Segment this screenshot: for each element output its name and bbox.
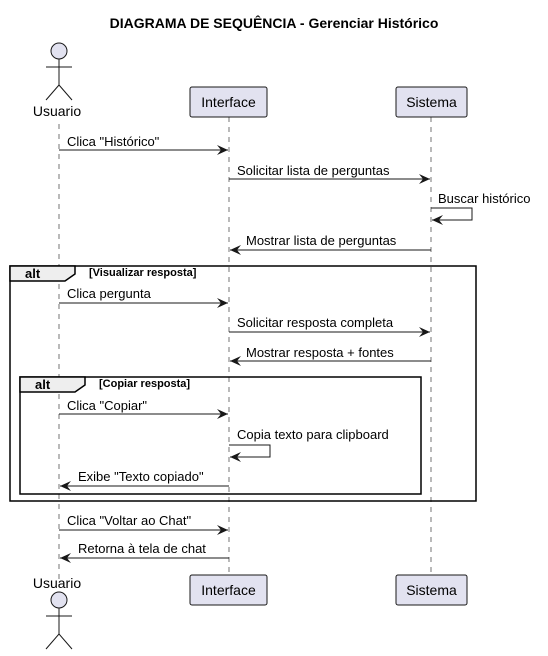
message-clica-copiar: Clica "Copiar": [59, 398, 228, 419]
alt-guard: [Copiar resposta]: [99, 378, 190, 390]
message-label: Solicitar resposta completa: [237, 315, 394, 330]
message-clica-voltar: Clica "Voltar ao Chat": [59, 513, 228, 535]
participant-interface-top: Interface: [189, 86, 268, 118]
actor-usuario-label: Usuario: [33, 103, 81, 119]
participant-sistema-label-bottom: Sistema: [406, 582, 457, 598]
message-label: Buscar histórico: [438, 191, 530, 206]
participant-sistema-bottom: Sistema: [395, 574, 468, 606]
actor-usuario-top: Usuario: [33, 42, 81, 119]
actor-usuario-bottom: Usuario: [33, 575, 81, 650]
message-retorna-chat: Retorna à tela de chat: [60, 541, 229, 563]
message-solicitar-lista: Solicitar lista de perguntas: [229, 163, 430, 184]
message-label: Clica "Voltar ao Chat": [67, 513, 192, 528]
message-label: Retorna à tela de chat: [78, 541, 206, 556]
alt-keyword: alt: [35, 377, 51, 392]
message-label: Clica "Copiar": [67, 398, 147, 413]
participant-interface-label-bottom: Interface: [201, 582, 256, 598]
message-buscar-historico: Buscar histórico: [431, 191, 530, 225]
message-label: Mostrar resposta + fontes: [246, 345, 394, 360]
alt-fragment-visualizar: alt [Visualizar resposta]: [9, 265, 477, 502]
alt-keyword: alt: [25, 266, 41, 281]
participant-sistema-top: Sistema: [395, 86, 468, 118]
alt-guard: [Visualizar resposta]: [89, 267, 197, 279]
alt-fragment-copiar: alt [Copiar resposta]: [19, 376, 422, 495]
message-clica-pergunta: Clica pergunta: [59, 286, 228, 308]
message-label: Copia texto para clipboard: [237, 427, 389, 442]
message-label: Mostrar lista de perguntas: [246, 233, 397, 248]
message-label: Clica "Histórico": [67, 134, 160, 149]
message-solicitar-resposta: Solicitar resposta completa: [229, 315, 430, 337]
participant-interface-bottom: Interface: [189, 574, 268, 606]
participant-sistema-label: Sistema: [406, 94, 457, 110]
actor-usuario-label-bottom: Usuario: [33, 575, 81, 591]
message-label: Clica pergunta: [67, 286, 152, 301]
message-mostrar-resposta: Mostrar resposta + fontes: [230, 345, 431, 366]
message-label: Solicitar lista de perguntas: [237, 163, 390, 178]
message-mostrar-lista: Mostrar lista de perguntas: [230, 233, 431, 255]
participant-interface-label: Interface: [201, 94, 256, 110]
message-clica-historico: Clica "Histórico": [59, 134, 228, 155]
message-exibe-texto-copiado: Exibe "Texto copiado": [60, 469, 229, 491]
message-copia-clipboard: Copia texto para clipboard: [229, 427, 389, 462]
message-label: Exibe "Texto copiado": [78, 469, 204, 484]
diagram-title: DIAGRAMA DE SEQUÊNCIA - Gerenciar Histór…: [110, 14, 439, 31]
